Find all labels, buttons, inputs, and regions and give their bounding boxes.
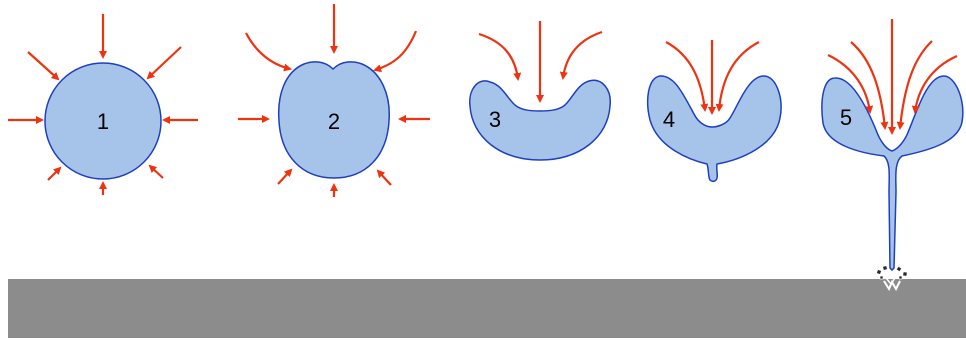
stage-1: 1: [8, 14, 198, 195]
stage-4: 4: [647, 40, 782, 183]
stage-2-arrows: [238, 4, 430, 197]
force-arrow-icon: [146, 46, 182, 80]
force-arrow-icon: [559, 30, 603, 80]
force-arrow-icon: [277, 168, 293, 185]
stage-3-arrows: [478, 21, 603, 103]
stage-5-body: [821, 75, 964, 272]
stage-4-arrows: [665, 40, 760, 115]
stage-5-arrows: [827, 19, 958, 135]
stage-5: 5: [821, 19, 964, 292]
stage-3-label: 3: [489, 107, 501, 132]
force-arrow-icon: [376, 169, 392, 186]
force-arrow-icon: [27, 51, 60, 81]
stage-4-label: 4: [663, 107, 675, 132]
force-arrow-icon: [245, 32, 292, 72]
stage-5-label: 5: [840, 105, 852, 130]
stage-2: 2: [238, 4, 430, 197]
stage-3: 3: [469, 21, 611, 161]
stage-2-body: [277, 61, 390, 179]
stage-3-body: [469, 79, 611, 161]
stage-1-label: 1: [97, 109, 109, 134]
stage-1-body: [44, 62, 162, 180]
force-arrow-icon: [47, 166, 62, 181]
force-arrow-icon: [850, 41, 889, 130]
stage-1-arrows: [8, 14, 198, 195]
stage-4-body: [647, 75, 782, 183]
stage-2-label: 2: [328, 109, 340, 134]
force-arrow-icon: [373, 30, 418, 73]
debris-icon: [875, 265, 908, 292]
force-arrow-icon: [478, 32, 522, 81]
force-arrow-icon: [911, 54, 958, 114]
force-arrow-icon: [665, 41, 709, 112]
force-arrow-icon: [896, 40, 933, 130]
force-arrow-icon: [827, 54, 874, 114]
ground-surface: [8, 279, 966, 338]
force-arrow-icon: [148, 164, 164, 179]
force-arrow-icon: [715, 41, 760, 112]
